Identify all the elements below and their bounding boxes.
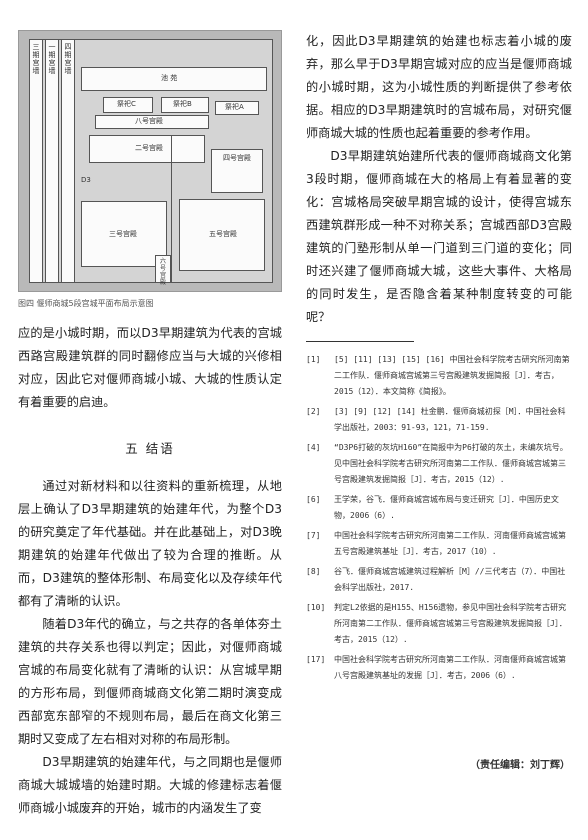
palace-6 [155, 255, 171, 283]
label-palace-4: 四号宫殿 [223, 154, 251, 162]
reference-text: 中国社会科学院考古研究所河南第二工作队．河南偃师商城宫城第五号宫殿建筑基址［J］… [334, 531, 566, 556]
left-paragraph-3: 随着D3年代的确立，与之共存的各单体夯土建筑的共存关系也得以判定；因此，对偃师商… [18, 617, 282, 746]
references-divider [306, 341, 414, 342]
pool-garden [81, 67, 267, 91]
right-paragraph-1: 化，因此D3早期建筑的始建也标志着小城的废弃，那么早于D3早期宫城对应的应当是偃… [306, 34, 572, 140]
label-altar-b: 祭祀B [173, 100, 192, 108]
palace-2 [89, 135, 205, 163]
label-palace-5: 五号宫殿 [209, 230, 237, 238]
label-d3: D3 [81, 176, 91, 184]
reference-number: [17] [306, 655, 326, 664]
reference-item: [1] [5] [11] [13] [15] [16] 中国社会科学院考古研究所河… [306, 352, 572, 400]
reference-text: [5] [11] [13] [15] [16] 中国社会科学院考古研究所河南第二… [334, 355, 570, 396]
label-phase3-wall: 三期宫墙 [32, 43, 40, 76]
label-palace-8: 八号宫殿 [135, 117, 163, 125]
label-altar-a: 祭祀A [225, 103, 244, 111]
reference-item: [10] 判定L2依据的是H155、H156遗物，参见中国社会科学院考古研究所河南… [306, 600, 572, 648]
reference-item: [7] 中国社会科学院考古研究所河南第二工作队．河南偃师商城宫城第五号宫殿建筑基址… [306, 528, 572, 560]
reference-number: [7] [306, 531, 321, 540]
reference-item: [8] 谷飞．偃师商城宫城建筑过程解析［M］//三代考古（7）．中国社会科学出版社… [306, 564, 572, 596]
left-column: 三期宫墙 一期宫墙 四期宫墙 池 苑 祭祀C 祭祀B 祭祀A 八号宫殿 二号宫殿… [18, 30, 282, 820]
editor-credit: （责任编辑：刘丁辉） [470, 760, 570, 771]
left-paragraph-4: D3早期建筑的始建年代，与之同期也是偃师商城大城城墙的始建时期。大城的修建标志着… [18, 755, 282, 815]
palace-4 [211, 149, 263, 193]
reference-number: [10] [306, 603, 326, 612]
altar-c [103, 97, 153, 113]
label-phase1-wall: 一期宫墙 [48, 43, 56, 76]
figure-caption: 图四 偃师商城5段宫城平面布局示意图 [18, 299, 154, 308]
left-paragraph-2: 通过对新材料和以往资料的重新梳理，从地层上确认了D3早期建筑的始建年代，为整个D… [18, 479, 282, 608]
right-column: 化，因此D3早期建筑的始建也标志着小城的废弃，那么早于D3早期宫城对应的应当是偃… [306, 30, 572, 688]
wall-phase1 [45, 39, 59, 283]
altar-b [161, 97, 209, 113]
center-axis-line [171, 135, 172, 283]
label-palace-2: 二号宫殿 [135, 144, 163, 152]
reference-item: [17] 中国社会科学院考古研究所河南第二工作队．河南偃师商城宫城第八号宫殿建筑基… [306, 652, 572, 684]
label-palace-6: 六号宫殿 [159, 258, 166, 286]
reference-item: [4] “D3P6打破的灰坑H160”在简报中为P6打破的灰土，未编灰坑号。见中国… [306, 440, 572, 488]
wall-phase4 [61, 39, 75, 283]
reference-text: [3] [9] [12] [14] 杜金鹏．偃师商城初探［M］．中国社会科学出版… [334, 407, 566, 432]
label-altar-c: 祭祀C [117, 100, 136, 108]
reference-number: [2] [306, 407, 321, 416]
palace-3 [81, 201, 167, 267]
reference-text: 王学荣，谷飞．偃师商城宫城布局与变迁研究［J］．中国历史文物，2006（6）. [334, 495, 559, 520]
reference-number: [4] [306, 443, 321, 452]
reference-text: “D3P6打破的灰坑H160”在简报中为P6打破的灰土，未编灰坑号。见中国社会科… [334, 443, 568, 484]
palace-plan-figure: 三期宫墙 一期宫墙 四期宫墙 池 苑 祭祀C 祭祀B 祭祀A 八号宫殿 二号宫殿… [18, 30, 282, 292]
left-paragraph-1: 应的是小城时期，而以D3早期建筑为代表的宫城西路宫殿建筑群的同时翻修应当与大城的… [18, 326, 282, 409]
right-paragraph-2: D3早期建筑始建所代表的偃师商城商文化第3段时期，偃师商城在大的格局上有着显著的… [306, 149, 572, 324]
reference-text: 谷飞．偃师商城宫城建筑过程解析［M］//三代考古（7）．中国社会科学出版社，20… [334, 567, 566, 592]
reference-number: [8] [306, 567, 321, 576]
section-heading: 五 结语 [125, 441, 175, 456]
reference-item: [6] 王学荣，谷飞．偃师商城宫城布局与变迁研究［J］．中国历史文物，2006（6… [306, 492, 572, 524]
altar-a [215, 101, 259, 115]
reference-text: 中国社会科学院考古研究所河南第二工作队．河南偃师商城宫城第八号宫殿建筑基址的发掘… [334, 655, 566, 680]
palace-8 [95, 115, 209, 129]
label-palace-3: 三号宫殿 [109, 230, 137, 238]
reference-number: [1] [306, 355, 321, 364]
references-list: [1] [5] [11] [13] [15] [16] 中国社会科学院考古研究所河… [306, 352, 572, 684]
wall-phase3 [29, 39, 43, 283]
label-pool: 池 苑 [161, 74, 178, 82]
reference-number: [6] [306, 495, 321, 504]
palace-5 [179, 199, 265, 271]
label-phase4-wall: 四期宫墙 [64, 43, 72, 76]
reference-item: [2] [3] [9] [12] [14] 杜金鹏．偃师商城初探［M］．中国社会科… [306, 404, 572, 436]
reference-text: 判定L2依据的是H155、H156遗物，参见中国社会科学院考古研究所河南第二工作… [334, 603, 567, 644]
